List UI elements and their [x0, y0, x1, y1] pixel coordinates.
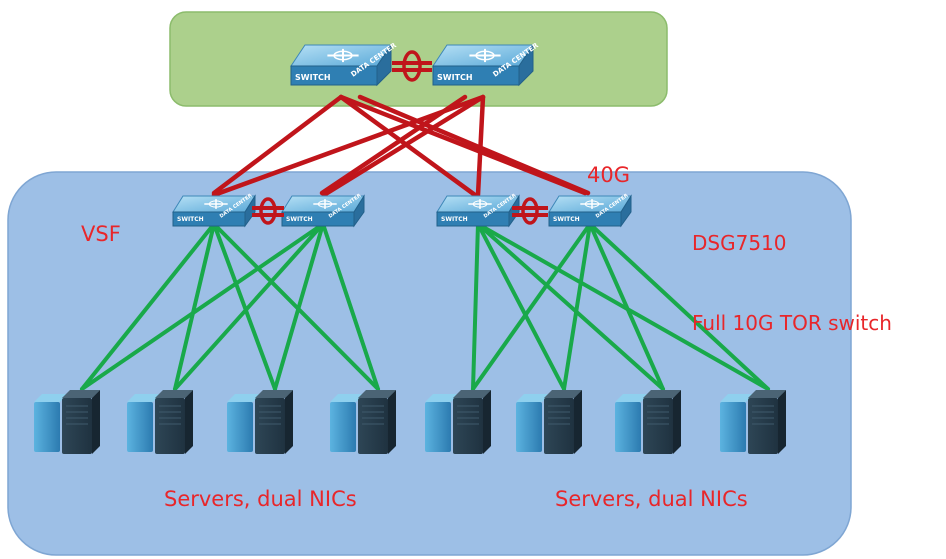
- switch-model-label: DSG7510: [692, 231, 787, 255]
- downlink-cable: [80, 222, 325, 391]
- switch-brand-text: SWITCH: [177, 216, 204, 223]
- server-group: [34, 390, 786, 454]
- downlink-cable: [212, 222, 277, 391]
- downlink-cable: [212, 222, 380, 391]
- vsf-label: VSF: [81, 222, 121, 246]
- server-icon: [34, 390, 100, 454]
- downlink-cable: [173, 222, 216, 391]
- downlink-cable: [476, 222, 665, 391]
- tor-description-label: Full 10G TOR switch: [692, 311, 892, 335]
- uplink-cable: [357, 94, 591, 196]
- downlink-cable: [273, 222, 325, 391]
- uplink-cable: [338, 94, 478, 198]
- link-aggregation-icon: [252, 197, 284, 225]
- downlink-cable: [588, 222, 665, 391]
- server-icon: [720, 390, 786, 454]
- downlink-cable: [321, 222, 380, 391]
- server-icon: [127, 390, 193, 454]
- downlink-cable: [476, 222, 770, 391]
- link-aggregation-icon: [512, 197, 548, 225]
- uplink-speed-label: 40G: [587, 163, 630, 187]
- switch-brand-text: SWITCH: [553, 216, 580, 223]
- uplink-cable: [211, 94, 344, 196]
- uplink-cable: [321, 94, 486, 198]
- downlink-cables: [80, 222, 770, 391]
- switch-brand-text: SWITCH: [441, 216, 468, 223]
- access-layer-zone: [7, 171, 852, 556]
- downlink-cable: [476, 222, 566, 391]
- link-aggregation-group: [252, 50, 548, 225]
- server-icon: [330, 390, 396, 454]
- server-icon: [425, 390, 491, 454]
- downlink-cable: [471, 222, 480, 391]
- downlink-cable: [562, 222, 592, 391]
- uplink-cable: [319, 94, 468, 196]
- switch-brand-text: SWITCH: [437, 73, 473, 82]
- servers-right-label: Servers, dual NICs: [555, 487, 748, 511]
- server-icon: [227, 390, 293, 454]
- server-icon: [516, 390, 582, 454]
- uplink-cables: [211, 94, 591, 198]
- downlink-cable: [80, 222, 216, 391]
- servers-left-label: Servers, dual NICs: [164, 487, 357, 511]
- switch-brand-text: SWITCH: [286, 216, 313, 223]
- downlink-cable: [173, 222, 325, 391]
- downlink-cable: [588, 222, 770, 391]
- downlink-cable: [471, 222, 592, 391]
- link-aggregation-icon: [392, 50, 432, 82]
- switch-brand-text: SWITCH: [295, 73, 331, 82]
- server-icon: [615, 390, 681, 454]
